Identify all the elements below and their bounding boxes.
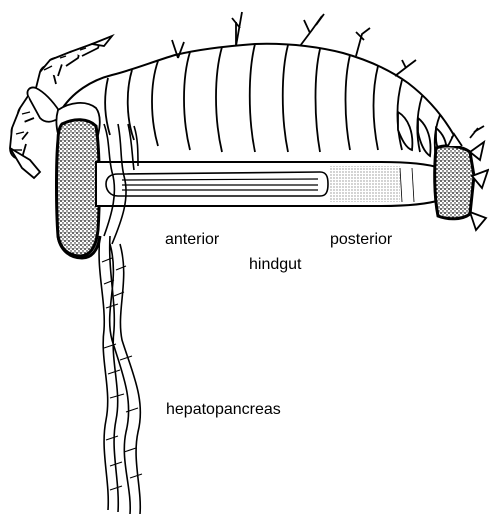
posterior-block bbox=[435, 146, 474, 219]
label-hepatopancreas: hepatopancreas bbox=[166, 402, 281, 418]
label-posterior: posterior bbox=[330, 232, 392, 248]
label-anterior: anterior bbox=[165, 232, 219, 248]
dorsal-setae bbox=[172, 12, 484, 138]
anterior-block bbox=[57, 120, 100, 256]
label-hindgut: hindgut bbox=[249, 257, 302, 273]
hindgut-lumen bbox=[106, 172, 328, 196]
hindgut-posterior-stipple bbox=[330, 166, 400, 202]
